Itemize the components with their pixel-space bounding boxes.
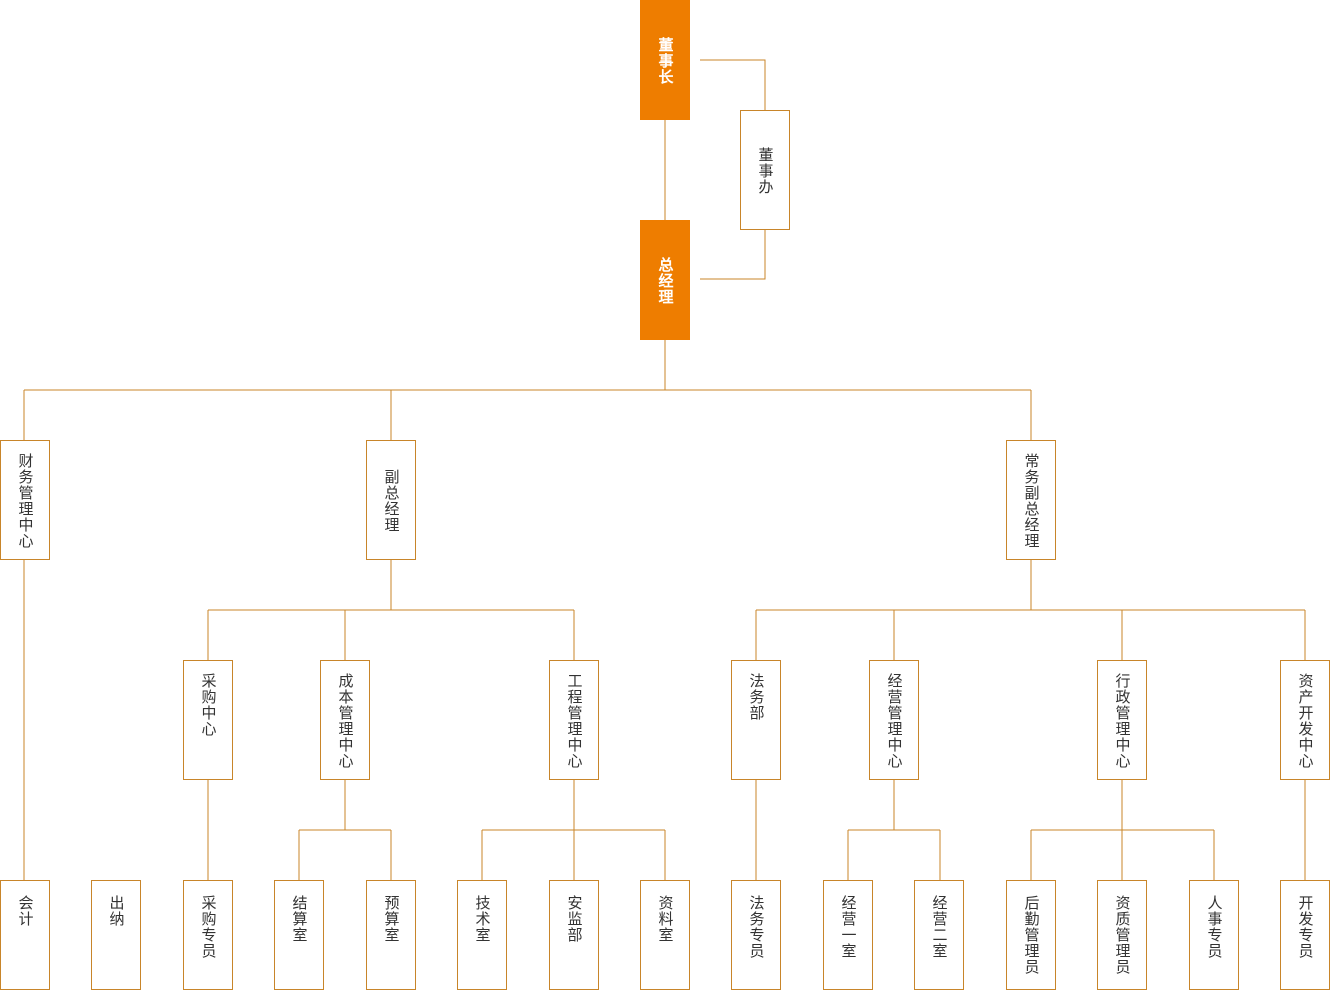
cashier-label: 出纳	[107, 895, 126, 927]
procurement-specialist-node[interactable]: 采购专员	[183, 880, 233, 990]
cost-center-node[interactable]: 成本管理中心	[320, 660, 370, 780]
logistics-manager-node[interactable]: 后勤管理员	[1006, 880, 1056, 990]
hr-specialist-label: 人事专员	[1205, 895, 1224, 959]
finance-center-label: 财务管理中心	[16, 453, 35, 549]
tech-office-label: 技术室	[473, 895, 492, 943]
budget-office-label: 预算室	[382, 895, 401, 943]
legal-specialist-label: 法务专员	[747, 895, 766, 959]
operations-center-node[interactable]: 经营管理中心	[869, 660, 919, 780]
settlement-office-node[interactable]: 结算室	[274, 880, 324, 990]
hr-specialist-node[interactable]: 人事专员	[1189, 880, 1239, 990]
safety-dept-label: 安监部	[565, 895, 584, 943]
archives-office-node[interactable]: 资料室	[640, 880, 690, 990]
procurement-center-node[interactable]: 采购中心	[183, 660, 233, 780]
board-office-node[interactable]: 董事办	[740, 110, 790, 230]
logistics-manager-label: 后勤管理员	[1022, 895, 1041, 975]
development-specialist-label: 开发专员	[1296, 895, 1315, 959]
admin-center-label: 行政管理中心	[1113, 673, 1132, 769]
engineering-center-node[interactable]: 工程管理中心	[549, 660, 599, 780]
archives-office-label: 资料室	[656, 895, 675, 943]
qualification-manager-label: 资质管理员	[1113, 895, 1132, 975]
legal-dept-node[interactable]: 法务部	[731, 660, 781, 780]
chairman-node[interactable]: 董事长	[640, 0, 690, 120]
operations-office-2-node[interactable]: 经营二室	[914, 880, 964, 990]
vice-gm-label: 副总经理	[382, 469, 401, 533]
exec-vice-gm-node[interactable]: 常务副总经理	[1006, 440, 1056, 560]
asset-dev-center-node[interactable]: 资产开发中心	[1280, 660, 1330, 780]
general-manager-node[interactable]: 总经理	[640, 220, 690, 340]
cashier-node[interactable]: 出纳	[91, 880, 141, 990]
admin-center-node[interactable]: 行政管理中心	[1097, 660, 1147, 780]
engineering-center-label: 工程管理中心	[565, 673, 584, 769]
finance-center-node[interactable]: 财务管理中心	[0, 440, 50, 560]
cost-center-label: 成本管理中心	[336, 673, 355, 769]
safety-dept-node[interactable]: 安监部	[549, 880, 599, 990]
exec-vice-gm-label: 常务副总经理	[1022, 453, 1041, 549]
operations-office-1-label: 经营一室	[839, 895, 858, 959]
general-manager-label: 总经理	[656, 257, 675, 305]
vice-gm-node[interactable]: 副总经理	[366, 440, 416, 560]
legal-specialist-node[interactable]: 法务专员	[731, 880, 781, 990]
operations-center-label: 经营管理中心	[885, 673, 904, 769]
qualification-manager-node[interactable]: 资质管理员	[1097, 880, 1147, 990]
board-office-label: 董事办	[756, 147, 775, 195]
operations-office-1-node[interactable]: 经营一室	[823, 880, 873, 990]
legal-dept-label: 法务部	[747, 673, 766, 721]
asset-dev-center-label: 资产开发中心	[1296, 673, 1315, 769]
operations-office-2-label: 经营二室	[930, 895, 949, 959]
budget-office-node[interactable]: 预算室	[366, 880, 416, 990]
settlement-office-label: 结算室	[290, 895, 309, 943]
procurement-specialist-label: 采购专员	[199, 895, 218, 959]
tech-office-node[interactable]: 技术室	[457, 880, 507, 990]
accountant-label: 会计	[16, 895, 35, 927]
development-specialist-node[interactable]: 开发专员	[1280, 880, 1330, 990]
accountant-node[interactable]: 会计	[0, 880, 50, 990]
procurement-center-label: 采购中心	[199, 673, 218, 737]
chairman-label: 董事长	[656, 37, 675, 85]
